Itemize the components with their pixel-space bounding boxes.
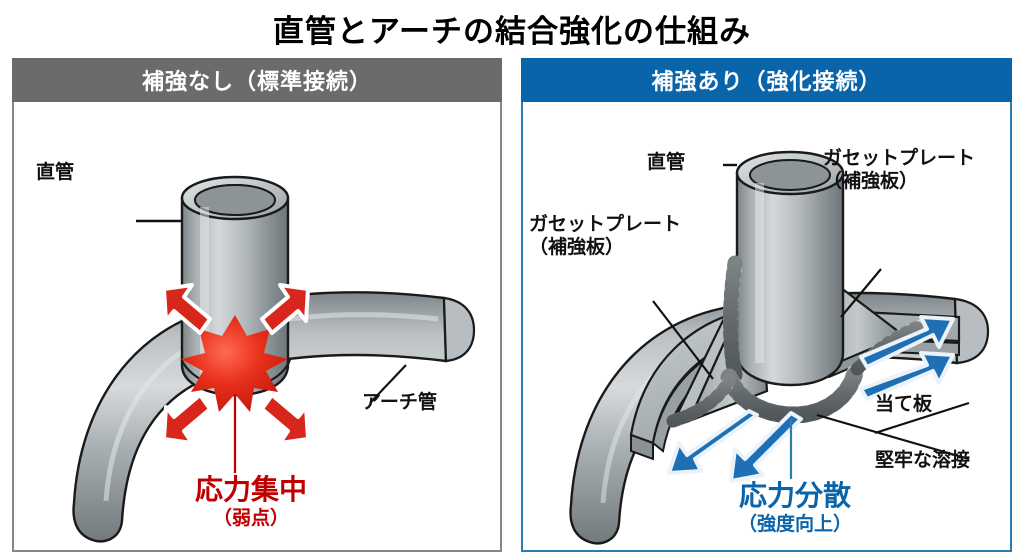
leader-gusset-left	[652, 300, 714, 380]
caption-stress-sub: （弱点）	[212, 508, 289, 530]
reinforced-svg	[569, 150, 990, 545]
label-arch-pipe: アーチ管	[362, 392, 437, 413]
label-gusset-plate-left: ガセットプレート （補強板）	[529, 214, 681, 260]
panel-reinforced: 補強あり（強化接続）	[521, 58, 1012, 552]
label-gusset-plate-right: ガセットプレート （補強板）	[823, 148, 975, 194]
caption-stress-main: 応力集中	[194, 474, 307, 505]
caption-stress-distribution: 応力分散 （強度向上）	[705, 480, 885, 536]
page-title: 直管とアーチの結合強化の仕組み	[272, 14, 752, 49]
label-straight-pipe-right: 直管	[647, 152, 686, 173]
leader-strong-weld	[816, 413, 970, 461]
panel-unreinforced-header: 補強なし（標準接続）	[12, 58, 502, 102]
panel-unreinforced: 補強なし（標準接続）	[12, 58, 502, 552]
label-gusset-left-line2: （補強板）	[529, 236, 625, 258]
caption-distribution-main: 応力分散	[738, 480, 851, 511]
label-gusset-right-line2: （補強板）	[823, 170, 919, 192]
stress-concentration-burst	[181, 315, 288, 412]
leader-backing-plate	[874, 401, 970, 435]
unreinforced-illustration	[14, 102, 500, 550]
panel-reinforced-header: 補強あり（強化接続）	[521, 58, 1012, 102]
leader-arch-pipe	[369, 364, 407, 404]
reinforced-illustration	[523, 102, 1010, 550]
label-gusset-right-line1: ガセットプレート	[823, 148, 976, 169]
panel-unreinforced-body: 直管 アーチ管 応力集中 （弱点）	[12, 102, 502, 552]
caption-distribution-sub: （強度向上）	[737, 514, 852, 536]
stress-arrows-inward	[162, 283, 310, 445]
unreinforced-svg	[72, 175, 476, 543]
label-backing-plate: 当て板	[875, 394, 933, 415]
straight-pipe-shape-reinforced	[735, 150, 845, 387]
label-gusset-left-line1: ガセットプレート	[529, 214, 682, 235]
leader-gusset-right	[840, 268, 882, 318]
caption-stress-concentration: 応力集中 （弱点）	[166, 474, 336, 530]
weld-bead-vertical	[723, 255, 743, 383]
panel-reinforced-body: 直管 ガセットプレート （補強板） ガセットプレート （補強板） 当て板 堅牢な…	[521, 102, 1012, 552]
stress-arrows-outward	[667, 315, 955, 483]
label-strong-weld: 堅牢な溶接	[875, 450, 971, 471]
label-straight-pipe-left: 直管	[36, 162, 75, 183]
